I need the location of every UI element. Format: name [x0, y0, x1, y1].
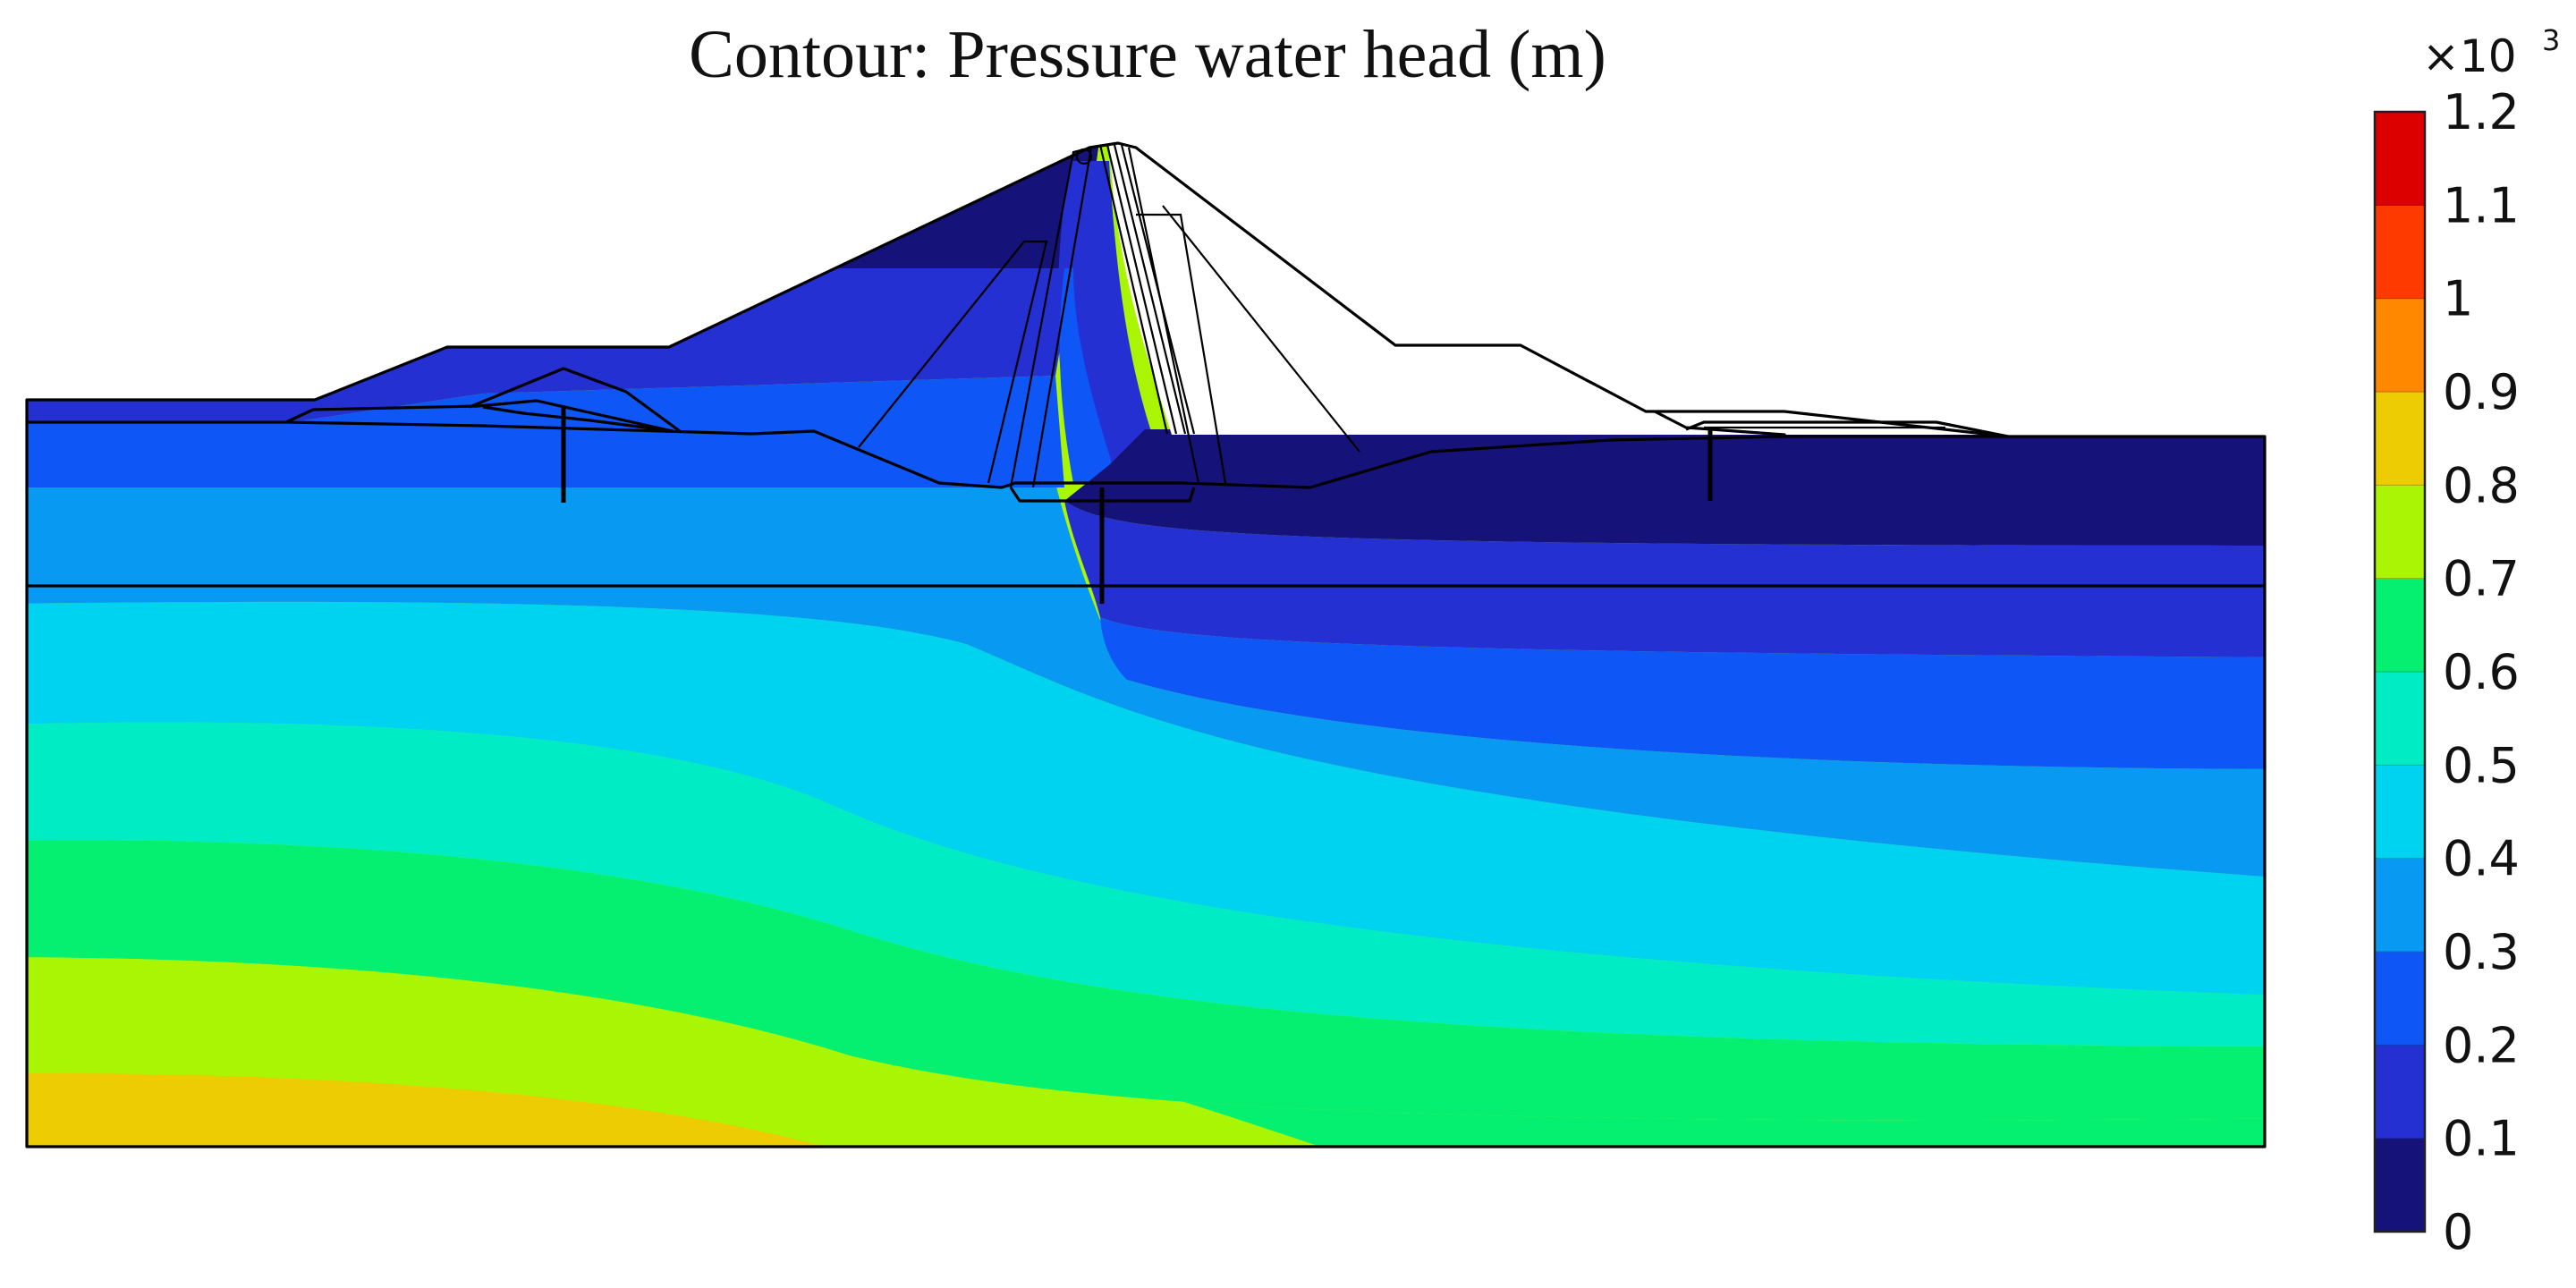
core-center-1: [1098, 144, 1169, 435]
colorbar-tick-label: 0: [2443, 1204, 2473, 1260]
colorbar-level-4: [2375, 765, 2425, 860]
colorbar-multiplier-exponent: 3: [2542, 23, 2560, 57]
colorbar-tick-label: 0.1: [2443, 1111, 2520, 1167]
band-0.5-0.6: [27, 722, 2265, 1046]
colorbar: 1.21.110.90.80.70.60.50.40.30.20.10 ×10 …: [2373, 23, 2560, 1260]
colorbar-tick-label: 0.9: [2443, 364, 2520, 420]
band-0-0.1-core-inner: [1059, 268, 1118, 483]
colorbar-swatches: [2375, 112, 2425, 1233]
colorbar-level-9: [2375, 298, 2425, 393]
colorbar-level-0: [2375, 1138, 2425, 1233]
band-0.2-0.3: [27, 376, 1064, 487]
colorbar-tick-label: 0.7: [2443, 551, 2520, 607]
colorbar-level-10: [2375, 205, 2425, 300]
downstream-cofferdam: [1685, 420, 2009, 438]
core-center-2: [1106, 144, 1178, 435]
downstream-berm: [1654, 410, 1786, 436]
dam-base-plinth: [1009, 487, 1196, 503]
unsaturated-zone: [1109, 143, 2265, 436]
colorbar-ticks: 1.2 1.1 1 0.9 0.8 0.7 0.6 0.5 0.4 0.3 0.2 0.1 0: [2375, 84, 2520, 1260]
upstream-shell-zone: [858, 240, 1048, 484]
colorbar-level-2: [2375, 952, 2425, 1046]
contour-bands: [27, 143, 2265, 1147]
cofferdam-top: [469, 367, 681, 433]
colorbar-tick-label: 1.2: [2443, 84, 2520, 140]
colorbar-level-8: [2375, 392, 2425, 486]
chart-title: Contour: Pressure water head (m): [689, 17, 1606, 92]
domain-outline: [25, 141, 2267, 1148]
band-0-0.1-right: [1064, 429, 2265, 546]
colorbar-tick-label: 1: [2443, 271, 2473, 327]
colorbar-multiplier: ×10: [2422, 30, 2517, 82]
band-0.8-0.9: [27, 1072, 850, 1147]
downstream-shell-zone: [1136, 213, 1227, 484]
upstream-cofferdam: [285, 399, 674, 433]
core-center-3: [1113, 144, 1187, 435]
colorbar-level-11: [2375, 112, 2425, 206]
band-0.6-0.7: [27, 957, 2265, 1147]
model-geometry: [25, 141, 2267, 1148]
band-0.3-0.4: [27, 483, 2265, 881]
colorbar-tick-label: 0.4: [2443, 831, 2520, 887]
colorbar-level-7: [2375, 485, 2425, 580]
colorbar-tick-label: 0.5: [2443, 737, 2520, 793]
downstream-filter: [1127, 147, 1200, 484]
colorbar-level-1: [2375, 1045, 2425, 1140]
colorbar-tick-label: 1.1: [2443, 177, 2520, 233]
colorbar-tick-label: 0.3: [2443, 924, 2520, 980]
band-0.6-0.7-upper: [27, 840, 2265, 1121]
crest-gallery: [1075, 148, 1093, 165]
colorbar-tick-label: 0.8: [2443, 457, 2520, 513]
colorbar-tick-label: 0.2: [2443, 1017, 2520, 1073]
colorbar-frame: [2373, 110, 2427, 1233]
band-0.1-0.2-right: [1064, 501, 2265, 657]
band-0.4-0.5: [27, 601, 2265, 997]
colorbar-multiplier-base: ×10: [2422, 30, 2517, 82]
downstream-shell-zone-2: [1162, 205, 1360, 453]
colorbar-level-5: [2375, 672, 2425, 766]
band-0.2-0.3-right: [1100, 617, 2265, 769]
colorbar-tick-label: 0.6: [2443, 644, 2520, 700]
colorbar-level-6: [2375, 578, 2425, 673]
upstream-ground-line: [27, 420, 2008, 489]
colorbar-level-3: [2375, 858, 2425, 953]
